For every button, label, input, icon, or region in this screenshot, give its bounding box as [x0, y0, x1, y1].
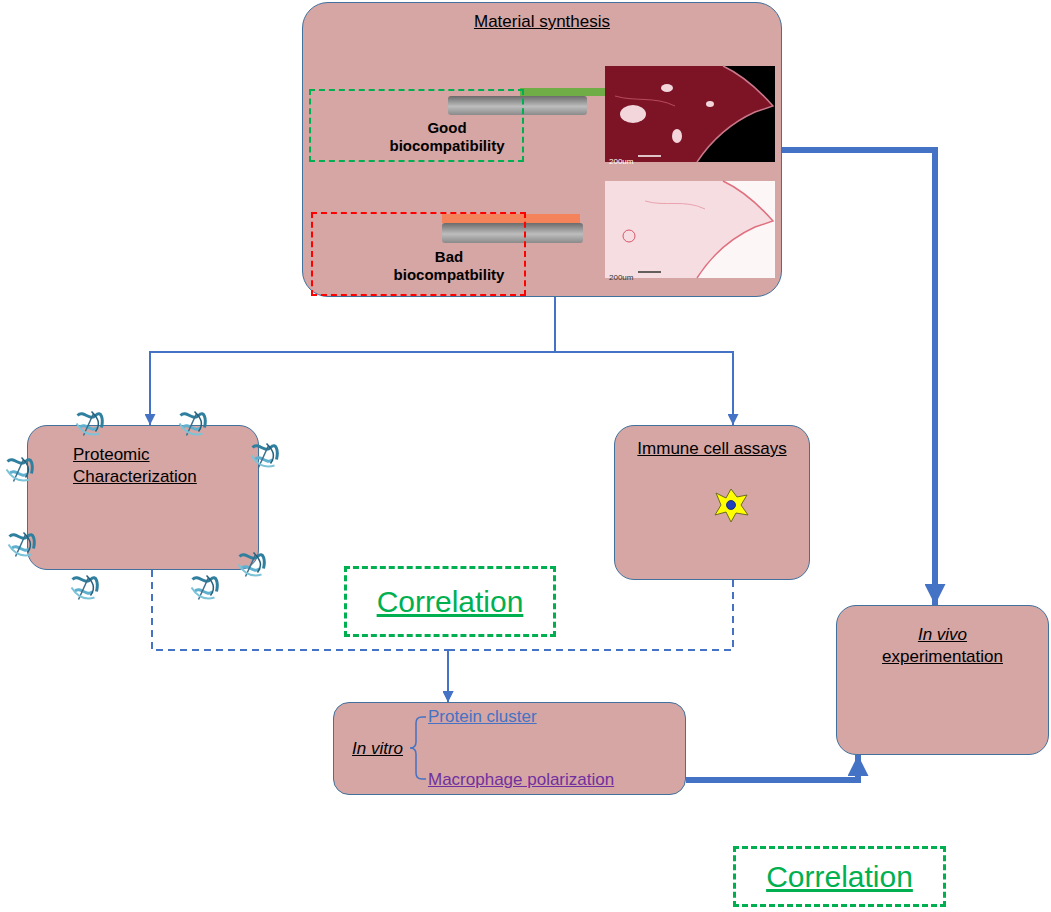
box-label: Good biocompatibility	[383, 119, 511, 155]
tissue-hole	[623, 230, 635, 242]
process-box: In vivo experimentation	[836, 605, 1049, 755]
dashed-box: Bad biocompatbility	[311, 212, 526, 296]
connector-arrow	[686, 755, 858, 780]
connector-line	[447, 650, 449, 702]
scale-bar	[638, 155, 661, 157]
tissue-hole	[661, 84, 673, 92]
protein-icon	[77, 412, 103, 436]
implant-bar	[442, 223, 583, 243]
histology-bad	[605, 181, 775, 278]
box-title: Proteomic Characterization	[73, 444, 248, 488]
correlation-box: Correlation	[733, 846, 946, 907]
process-box: Immune cell assays	[614, 425, 810, 580]
material-illustration	[303, 3, 783, 298]
group-title: Material synthesis	[313, 11, 771, 33]
box-title: In vitro	[352, 739, 408, 759]
tissue-hole	[672, 129, 682, 143]
immune-cell-icon	[715, 489, 748, 522]
protein-icon	[192, 576, 218, 600]
correlation-label: Correlation	[377, 585, 524, 619]
connector-line	[150, 297, 555, 425]
box-label: Bad biocompatbility	[385, 248, 513, 284]
process-box: Proteomic Characterization	[27, 425, 259, 570]
connector-arrow	[150, 297, 555, 425]
group-box: Material synthesisGood biocompatibilityB…	[302, 2, 782, 297]
box-title: Immune cell assays	[623, 438, 801, 460]
coating-strip	[520, 88, 615, 96]
cell-nucleus	[727, 501, 736, 510]
connector-arrow	[555, 297, 733, 425]
cell-body	[715, 489, 748, 522]
implant-bar	[448, 96, 587, 115]
bone-tissue	[605, 66, 773, 162]
protein-icon	[252, 444, 278, 468]
implant-bad	[442, 214, 583, 243]
correlation-label: Correlation	[766, 860, 913, 894]
histology-ground	[605, 181, 775, 278]
tissue-hole	[706, 101, 714, 107]
coating-strip	[442, 214, 580, 223]
connector-line	[686, 755, 858, 780]
protein-icon	[72, 576, 98, 600]
scale-label: 200um	[609, 157, 633, 166]
curly-bracket	[410, 717, 426, 779]
scale-label-holder: 200um	[609, 266, 633, 284]
protein-icon	[7, 458, 33, 482]
bone-tissue	[605, 181, 773, 278]
scale-label: 200um	[609, 273, 633, 282]
protein-icon	[180, 412, 206, 436]
tissue-edge	[697, 181, 773, 278]
tissue-edge	[697, 66, 773, 162]
protein-icon	[239, 553, 265, 577]
process-box: In vitro Protein clusterMacrophage polari…	[333, 702, 686, 795]
scale-bar	[638, 271, 661, 273]
box-title: In vivo experimentation	[873, 624, 1013, 668]
dashed-box: Good biocompatibility	[309, 89, 524, 162]
tissue-line	[615, 96, 675, 106]
protein-icon	[9, 533, 35, 557]
histology-ground	[605, 66, 775, 162]
connector-line	[555, 297, 733, 425]
polarization-label: Macrophage polarization	[428, 770, 677, 790]
tissue-hole	[620, 105, 646, 123]
tissue-line	[645, 201, 705, 209]
scale-label-holder: 200um	[609, 150, 633, 168]
histology-good	[605, 66, 775, 162]
connector-line	[447, 650, 449, 702]
implant-good	[448, 88, 615, 115]
correlation-box: Correlation	[344, 566, 556, 637]
cluster-label: Protein cluster	[428, 707, 677, 727]
